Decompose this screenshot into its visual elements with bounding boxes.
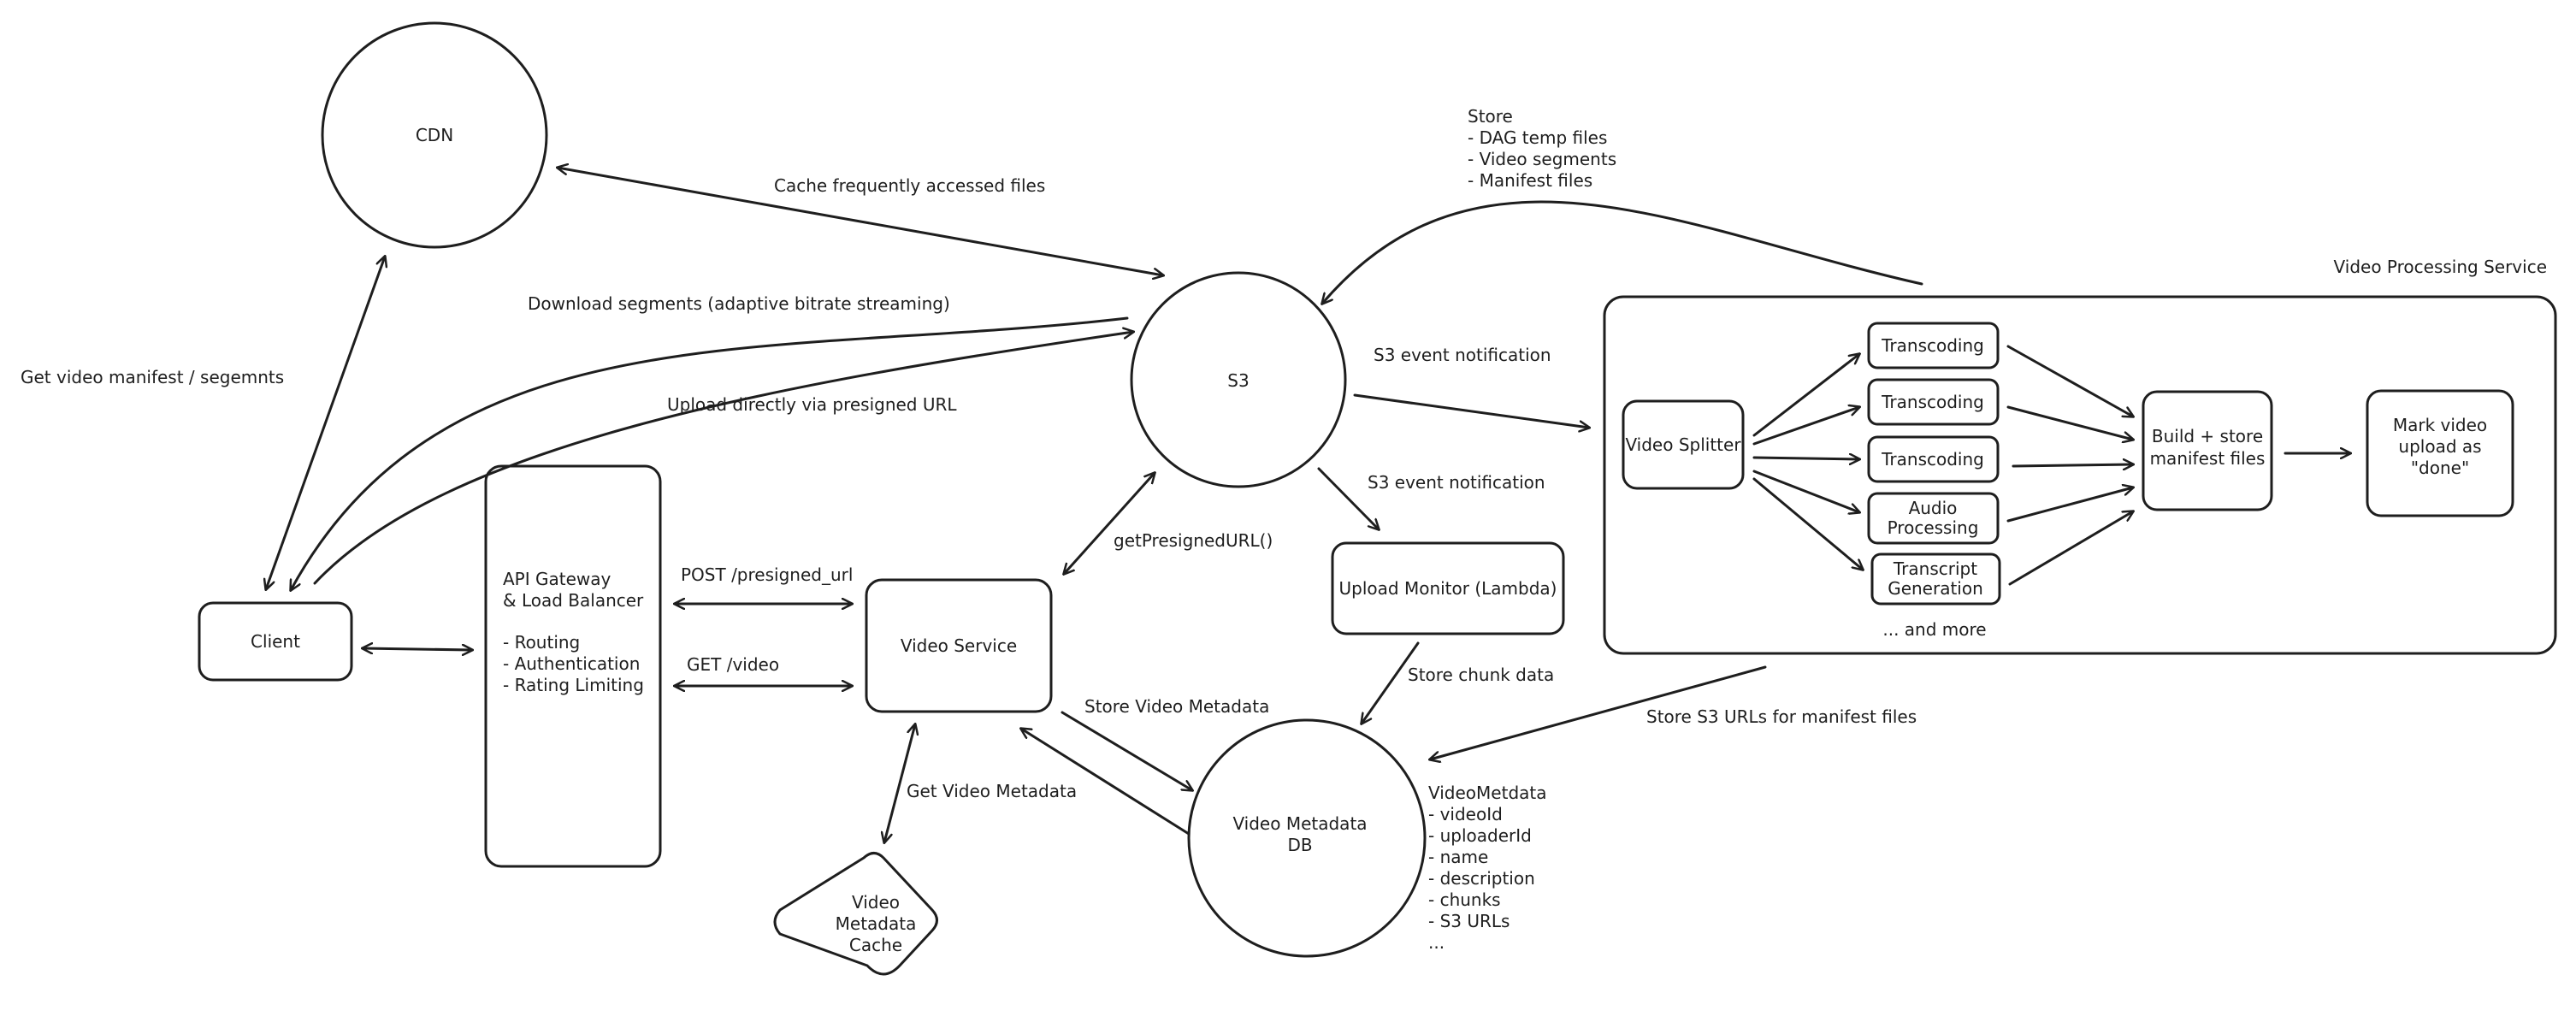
mark-done-node bbox=[2366, 389, 2514, 517]
video-splitter-node bbox=[1622, 399, 1745, 490]
build-manifest-label-line-2: manifest files bbox=[2150, 448, 2266, 469]
edge-transcript-build bbox=[2008, 511, 2133, 586]
audio-processing-node bbox=[1867, 492, 2000, 545]
api-gateway-feature-routing: - Routing bbox=[503, 632, 580, 653]
label-store-chunk-data: Store chunk data bbox=[1408, 665, 1554, 685]
edge-s3-monitor bbox=[1317, 467, 1379, 529]
edge-cdn-client bbox=[266, 257, 385, 589]
s3-label: S3 bbox=[1227, 370, 1249, 391]
video-processing-service-title: Video Processing Service bbox=[2334, 257, 2547, 277]
edge-transcoding-3-build bbox=[2012, 464, 2133, 466]
audio-processing-label-line-1: Audio bbox=[1909, 498, 1958, 518]
s3-store-note-line-2: - DAG temp files bbox=[1468, 127, 1607, 148]
label-store-s3-urls: Store S3 URLs for manifest files bbox=[1646, 706, 1917, 727]
label-download-segments: Download segments (adaptive bitrate stre… bbox=[528, 293, 950, 314]
metadata-schema-line-2: - videoId bbox=[1428, 804, 1503, 824]
label-post-presigned: POST /presigned_url bbox=[681, 564, 853, 585]
video-service-label: Video Service bbox=[901, 635, 1017, 656]
metadata-schema-line-5: - description bbox=[1428, 868, 1535, 889]
metadata-schema-line-4: - name bbox=[1428, 847, 1488, 867]
edge-s3-client-download bbox=[291, 316, 1129, 590]
metadata-schema-line-7: - S3 URLs bbox=[1428, 911, 1510, 931]
edge-splitter-transcoding-2 bbox=[1752, 407, 1859, 446]
edge-transcoding-2-build bbox=[2006, 405, 2133, 440]
client-node bbox=[198, 601, 353, 682]
api-gateway-title-line-2: & Load Balancer bbox=[503, 590, 644, 611]
s3-store-note-line-3: - Video segments bbox=[1468, 149, 1616, 169]
video-processing-service-container bbox=[1603, 295, 2557, 655]
transcoding-label-2: Transcoding bbox=[1881, 392, 1984, 412]
cdn-node bbox=[321, 21, 548, 249]
audio-processing-label-line-2: Processing bbox=[1888, 517, 1979, 538]
edge-splitter-audio bbox=[1752, 470, 1859, 512]
video-splitter-label: Video Splitter bbox=[1625, 434, 1741, 455]
build-manifest-label-line-1: Build + store bbox=[2152, 426, 2263, 446]
metadata-db-label-line-1: Video Metadata bbox=[1232, 813, 1367, 834]
upload-monitor-node bbox=[1331, 541, 1565, 635]
transcoding-node-3 bbox=[1867, 435, 2000, 483]
mark-done-label-line-3: "done" bbox=[2411, 458, 2469, 478]
label-upload-presigned: Upload directly via presigned URL bbox=[667, 394, 957, 415]
s3-node bbox=[1130, 271, 1347, 488]
api-gateway-node bbox=[484, 464, 662, 868]
edge-cdn-s3 bbox=[558, 168, 1163, 275]
and-more-label: ... and more bbox=[1882, 619, 1986, 640]
label-cache-files: Cache frequently accessed files bbox=[774, 175, 1045, 196]
label-get-manifest: Get video manifest / segemnts bbox=[21, 367, 284, 387]
edge-splitter-transcoding-1 bbox=[1752, 354, 1859, 437]
edge-transcoding-1-build bbox=[2006, 345, 2133, 417]
api-gateway-feature-rate-limiting: - Rating Limiting bbox=[503, 675, 644, 695]
video-metadata-db-node bbox=[1187, 718, 1427, 958]
cache-label-line-3: Cache bbox=[849, 935, 902, 955]
edge-service-cache bbox=[884, 724, 915, 842]
mark-done-label-line-1: Mark video bbox=[2393, 415, 2487, 435]
label-get-video: GET /video bbox=[687, 654, 779, 675]
cache-label-line-1: Video bbox=[852, 892, 900, 913]
edge-processing-s3-store bbox=[1322, 200, 1923, 304]
transcoding-node-1 bbox=[1867, 322, 2000, 369]
edge-service-s3 bbox=[1064, 473, 1155, 574]
video-metadata-cache-node bbox=[773, 852, 938, 976]
client-label: Client bbox=[251, 631, 300, 652]
edge-db-service-get bbox=[1021, 729, 1191, 836]
metadata-schema-line-6: - chunks bbox=[1428, 889, 1501, 910]
edge-processing-db bbox=[1430, 665, 1767, 759]
cdn-label: CDN bbox=[416, 125, 453, 145]
cache-label-line-2: Metadata bbox=[836, 913, 917, 934]
transcript-label-line-2: Generation bbox=[1888, 578, 1983, 599]
mark-done-label-line-2: upload as bbox=[2398, 436, 2481, 457]
video-service-node bbox=[865, 578, 1053, 713]
edge-service-db-store bbox=[1061, 711, 1192, 790]
edge-splitter-transcript bbox=[1752, 477, 1863, 570]
api-gateway-feature-authentication: - Authentication bbox=[503, 653, 640, 674]
edge-monitor-db bbox=[1362, 641, 1420, 724]
edge-client-s3-upload bbox=[313, 332, 1133, 585]
api-gateway-title-line-1: API Gateway bbox=[503, 569, 612, 589]
label-get-video-metadata: Get Video Metadata bbox=[907, 781, 1077, 801]
metadata-db-label-line-2: DB bbox=[1287, 835, 1312, 855]
transcoding-label-3: Transcoding bbox=[1881, 449, 1984, 470]
transcript-label-line-1: Transcript bbox=[1893, 558, 1977, 579]
metadata-schema-line-1: VideoMetdata bbox=[1428, 783, 1547, 803]
edge-splitter-transcoding-3 bbox=[1752, 458, 1859, 459]
metadata-schema-line-8: ... bbox=[1428, 932, 1445, 953]
build-manifest-node bbox=[2142, 390, 2273, 511]
transcoding-node-2 bbox=[1867, 378, 2000, 426]
transcoding-label-1: Transcoding bbox=[1881, 335, 1984, 356]
upload-monitor-label: Upload Monitor (Lambda) bbox=[1339, 578, 1557, 599]
transcript-generation-node bbox=[1870, 552, 2001, 606]
edge-audio-build bbox=[2006, 487, 2133, 523]
label-get-presigned: getPresignedURL() bbox=[1114, 530, 1273, 551]
label-s3-event-monitor: S3 event notification bbox=[1368, 472, 1545, 493]
s3-store-note-line-4: - Manifest files bbox=[1468, 170, 1592, 191]
label-s3-event-processing: S3 event notification bbox=[1374, 345, 1551, 365]
edge-s3-processing bbox=[1353, 393, 1589, 428]
metadata-schema-line-3: - uploaderId bbox=[1428, 825, 1532, 846]
s3-store-note-line-1: Store bbox=[1468, 106, 1513, 127]
edge-client-gateway bbox=[363, 648, 472, 650]
label-store-video-metadata: Store Video Metadata bbox=[1084, 696, 1269, 717]
